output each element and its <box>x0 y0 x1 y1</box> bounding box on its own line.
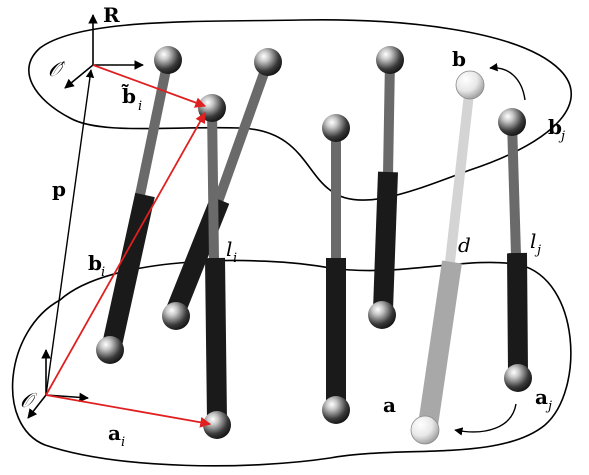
label-l-j: l <box>530 229 536 253</box>
label-l-i-sub: i <box>233 251 237 266</box>
label-b-i-sub: i <box>101 265 105 280</box>
joint-top-5 <box>376 46 404 74</box>
label-b-i: b <box>88 251 102 275</box>
joint-top-b-ghost <box>455 70 485 100</box>
joint-top-j <box>498 108 526 136</box>
label-p: p <box>52 177 66 201</box>
leg-j <box>507 121 528 373</box>
joint-bottom-1 <box>96 336 124 364</box>
label-a-i: a <box>108 421 121 445</box>
label-b: b <box>452 47 466 71</box>
joint-bottom-i <box>203 411 231 439</box>
vector-p <box>45 69 95 396</box>
joint-bottom-a-ghost <box>410 415 440 445</box>
label-b-tilde-i-sub: i <box>138 99 142 114</box>
joint-bottom-5 <box>368 301 396 329</box>
upper-platform-outline <box>28 18 572 201</box>
label-l-i: l <box>226 237 232 261</box>
joint-bottom-2 <box>162 302 190 330</box>
joint-top-1 <box>154 46 182 74</box>
joint-top-2 <box>254 48 282 76</box>
leg-i <box>205 107 227 421</box>
joint-bottom-4 <box>322 396 350 424</box>
label-R: R <box>103 3 120 27</box>
label-O-prime: 𝒪′ <box>48 57 66 81</box>
leg-5 <box>373 59 398 311</box>
label-a-i-sub: i <box>121 435 125 450</box>
frame-o <box>27 349 89 419</box>
arrow-a-j-to-a <box>454 403 517 436</box>
label-b-tilde-i: b̃ <box>121 83 136 108</box>
label-d: d <box>458 233 471 257</box>
vector-b-tilde-i <box>92 64 207 108</box>
vector-b-i <box>45 112 206 396</box>
leg-d-ghost <box>418 84 475 427</box>
arrow-b-j-to-b <box>489 62 526 101</box>
leg-1 <box>102 58 173 348</box>
vector-a-i <box>45 394 212 428</box>
label-l-j-sub: j <box>534 243 541 258</box>
label-a: a <box>383 393 396 417</box>
joint-top-4 <box>322 114 350 142</box>
joint-bottom-j <box>504 364 532 392</box>
label-b-j-sub: j <box>558 129 565 144</box>
base-plate-outline <box>11 259 572 467</box>
label-b-j: b <box>548 115 562 139</box>
frame-o-prime <box>64 14 144 89</box>
label-a-j-sub: j <box>545 399 552 414</box>
label-a-j: a <box>535 385 548 409</box>
